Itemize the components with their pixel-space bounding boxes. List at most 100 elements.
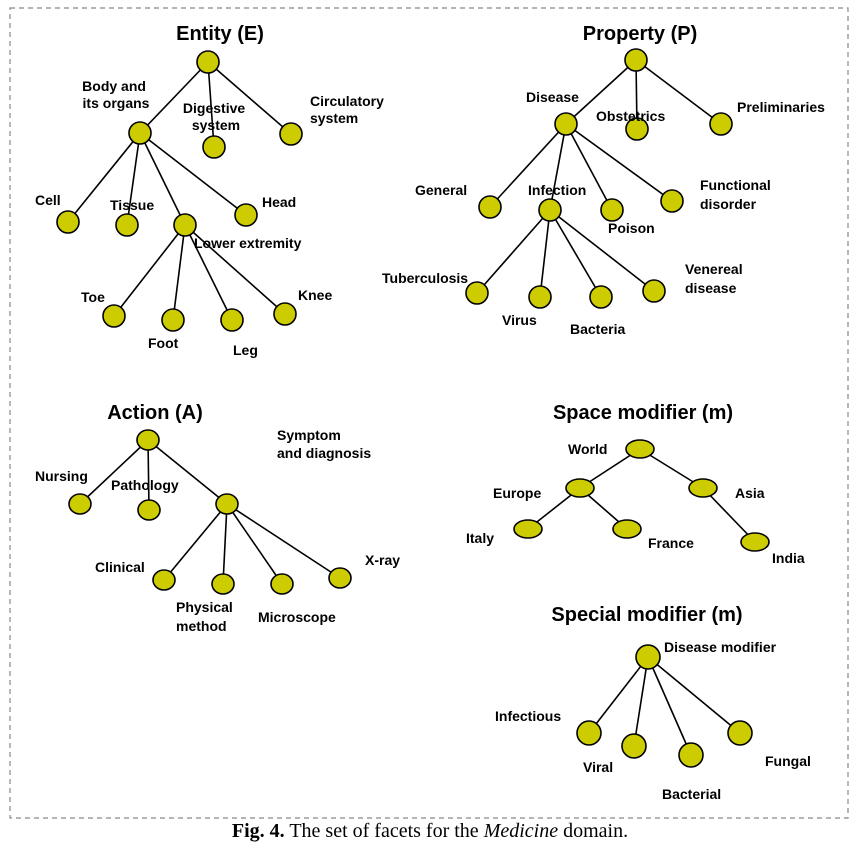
foot-label: Foot [148, 335, 179, 351]
infection-label: Infection [528, 182, 586, 198]
lower-extremity-label: Lower extremity [194, 235, 302, 251]
special-modifier-edges [588, 656, 741, 756]
dashed-frame [9, 7, 849, 819]
tuberculosis-node [465, 281, 489, 305]
virus-label: Virus [502, 312, 537, 328]
preliminaries-label: Preliminaries [737, 99, 825, 115]
caption-label: Fig. 4. [231, 820, 285, 842]
lower-extremity-node [173, 213, 197, 237]
head-label: Head [262, 194, 296, 210]
tuberculosis-label: Tuberculosis [382, 270, 468, 286]
nursing-node [68, 493, 92, 515]
functional-disorder-label: Functional disorder [700, 177, 775, 212]
knee-label: Knee [298, 287, 332, 303]
bacterial-node [678, 742, 704, 768]
general-label: General [415, 182, 467, 198]
fungal-node [727, 720, 753, 746]
infectious-label: Infectious [495, 708, 561, 724]
property-title: Property (P) [583, 23, 697, 45]
caption-text-before: The set of facets for the [284, 820, 484, 842]
obstetrics-node [625, 117, 649, 141]
virus-node [528, 285, 552, 309]
disease-modifier-node [635, 644, 661, 670]
india-node [740, 532, 770, 552]
digestive-label: Digestive system [183, 100, 249, 133]
property-root-node [624, 48, 648, 72]
cell-node [56, 210, 80, 234]
india-label: India [772, 550, 805, 566]
obstetrics-label: Obstetrics [596, 108, 665, 124]
space-modifier-facet: Space modifier (m) World Europe Asia Ita… [466, 402, 805, 566]
poison-node [600, 198, 624, 222]
leg-label: Leg [233, 342, 258, 358]
facet-diagram: Entity (E) Body and its organs [9, 7, 849, 819]
asia-label: Asia [735, 485, 765, 501]
action-title: Action (A) [107, 402, 203, 424]
microscope-label: Microscope [258, 609, 336, 625]
disease-label: Disease [526, 89, 579, 105]
bacteria-label: Bacteria [570, 321, 625, 337]
pathology-label: Pathology [111, 477, 179, 493]
entity-edges [67, 61, 292, 321]
france-label: France [648, 535, 694, 551]
poison-label: Poison [608, 220, 655, 236]
functional-disorder-node [660, 189, 684, 213]
bacterial-label: Bacterial [662, 786, 721, 802]
space-modifier-title: Space modifier (m) [553, 402, 733, 424]
action-root-node [136, 429, 160, 451]
symptom-diagnosis-node [215, 493, 239, 515]
body-organs-label: Body and its organs [82, 78, 150, 111]
toe-node [102, 304, 126, 328]
xray-label: X-ray [365, 552, 400, 568]
clinical-label: Clinical [95, 559, 145, 575]
general-node [478, 195, 502, 219]
foot-node [161, 308, 185, 332]
entity-facet: Entity (E) Body and its organs [35, 23, 388, 358]
asia-node [688, 478, 718, 498]
physical-method-label: Physical method [176, 599, 237, 634]
tissue-label: Tissue [110, 197, 154, 213]
entity-root-node [196, 50, 220, 74]
fungal-label: Fungal [765, 753, 811, 769]
nursing-label: Nursing [35, 468, 88, 484]
caption-domain: Medicine [483, 820, 559, 842]
action-edges [79, 439, 341, 585]
circulatory-node [279, 122, 303, 146]
europe-node [565, 478, 595, 498]
special-modifier-title: Special modifier (m) [551, 604, 742, 626]
cell-label: Cell [35, 192, 61, 208]
physical-method-node [211, 573, 235, 595]
disease-node [554, 112, 578, 136]
property-facet: Property (P) Disease Obstetrics Prelimin [382, 23, 825, 337]
figure-caption: Fig. 4. The set of facets for the Medici… [0, 820, 860, 843]
venereal-disease-node [642, 279, 666, 303]
tissue-node [115, 213, 139, 237]
special-modifier-facet: Special modifier (m) Disease modifier In… [495, 604, 811, 802]
knee-node [273, 302, 297, 326]
pathology-node [137, 499, 161, 521]
preliminaries-node [709, 112, 733, 136]
head-node [234, 203, 258, 227]
infection-node [538, 198, 562, 222]
disease-modifier-label: Disease modifier [664, 639, 777, 655]
world-node [625, 439, 655, 459]
france-node [612, 519, 642, 539]
viral-node [621, 733, 647, 759]
circulatory-label: Circulatory system [310, 93, 388, 126]
toe-label: Toe [81, 289, 105, 305]
digestive-node [202, 135, 226, 159]
entity-title: Entity (E) [176, 23, 264, 45]
xray-node [328, 567, 352, 589]
viral-label: Viral [583, 759, 613, 775]
venereal-disease-label: Venereal disease [685, 261, 747, 296]
clinical-node [152, 569, 176, 591]
europe-label: Europe [493, 485, 541, 501]
infectious-node [576, 720, 602, 746]
leg-node [220, 308, 244, 332]
bacteria-node [589, 285, 613, 309]
world-label: World [568, 441, 607, 457]
microscope-node [270, 573, 294, 595]
italy-label: Italy [466, 530, 494, 546]
body-organs-node [128, 121, 152, 145]
action-facet: Action (A) Nursing Pathology Symptom and… [35, 402, 400, 634]
